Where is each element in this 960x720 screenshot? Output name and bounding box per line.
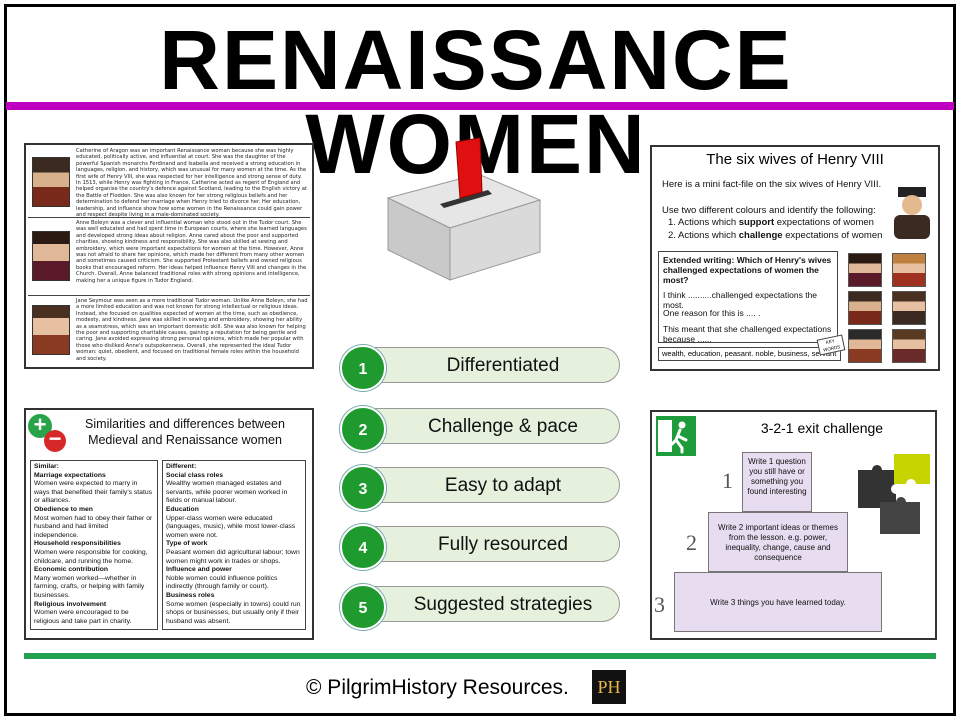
step-3: Write 3 things you have learned today. xyxy=(674,572,882,632)
point-heading: Education xyxy=(166,505,199,513)
portrait-icon xyxy=(848,253,882,287)
ballot-box-icon xyxy=(386,137,542,281)
point-text: Some women (especially in towns) could r… xyxy=(166,600,301,625)
card-exit-challenge: 3-2-1 exit challenge Write 1 question yo… xyxy=(650,410,937,640)
title-underline xyxy=(6,102,954,110)
profile-row: Catherine of Aragon was an important Ren… xyxy=(28,147,310,218)
feature-number-badge: 2 xyxy=(340,406,386,452)
six-wives-instruction: Use two different colours and identify t… xyxy=(662,205,876,216)
feature-label: Differentiated xyxy=(446,355,560,376)
point-heading: Religious involvement xyxy=(34,600,107,608)
step-1: Write 1 question you still have or somet… xyxy=(742,452,812,512)
card-women-profiles: Catherine of Aragon was an important Ren… xyxy=(24,143,314,369)
step-number: 2 xyxy=(686,530,697,555)
feature-item-4: Fully resourced 4 xyxy=(340,524,620,570)
profile-text: Jane Seymour was seen as a more traditio… xyxy=(76,298,308,362)
portrait-icon xyxy=(848,329,882,363)
feature-item-3: Easy to adapt 3 xyxy=(340,465,620,511)
profile-row: Anne Boleyn was a clever and influential… xyxy=(28,219,310,296)
ph-logo: PH xyxy=(592,670,626,704)
feature-number-badge: 3 xyxy=(340,465,386,511)
step-2: Write 2 important ideas or themes from t… xyxy=(708,512,848,572)
feature-number-badge: 5 xyxy=(340,584,386,630)
sentence-starter-3: This meant that she challenged expectati… xyxy=(663,324,832,344)
feature-item-1: Differentiated 1 xyxy=(340,345,620,391)
six-wives-point-2: 2. Actions which challenge expectations … xyxy=(668,230,883,241)
feature-pill: Challenge & pace xyxy=(362,408,620,444)
profile-text: Anne Boleyn was a clever and influential… xyxy=(76,220,307,284)
portrait-icon xyxy=(32,305,70,355)
feature-label: Fully resourced xyxy=(438,534,568,555)
feature-label: Challenge & pace xyxy=(428,416,578,437)
feature-number-badge: 4 xyxy=(340,524,386,570)
point-heading: Business roles xyxy=(166,591,215,599)
feature-item-5: Suggested strategies 5 xyxy=(340,584,620,630)
portrait-icon xyxy=(892,291,926,325)
point-text: Women were expected to marry in ways tha… xyxy=(34,480,153,505)
footer-divider xyxy=(24,653,936,659)
puzzle-icon xyxy=(858,454,930,534)
portrait-icon xyxy=(32,231,70,281)
extended-writing-prompt: Extended writing: Which of Henry's wives… xyxy=(663,255,832,285)
portrait-icon xyxy=(32,157,70,207)
card-six-wives: The six wives of Henry VIII Here is a mi… xyxy=(650,145,940,371)
feature-label: Suggested strategies xyxy=(413,594,593,615)
point-heading: Obedience to men xyxy=(34,505,93,513)
exit-challenge-title: 3-2-1 exit challenge xyxy=(760,420,884,436)
point-heading: Marriage expectations xyxy=(34,471,106,479)
six-wives-intro: Here is a mini fact-file on the six wive… xyxy=(662,179,882,190)
point-heading: Household responsibilities xyxy=(34,540,121,548)
similarities-title: Similarities and differences between Med… xyxy=(85,417,285,447)
point-text: Most women had to obey their father or h… xyxy=(34,514,153,539)
six-wives-title: The six wives of Henry VIII xyxy=(706,151,884,168)
portrait-icon xyxy=(892,329,926,363)
column-heading: Similar: xyxy=(34,463,59,470)
point-text: Noble women could influence politics ind… xyxy=(166,574,278,591)
step-number: 3 xyxy=(654,592,665,617)
profile-text: Catherine of Aragon was an important Ren… xyxy=(76,148,307,219)
column-heading: Different: xyxy=(166,463,197,470)
footer-copyright: © PilgrimHistory Resources. xyxy=(306,676,569,699)
six-wives-point-1: 1. Actions which support expectations of… xyxy=(668,217,874,228)
minus-icon: − xyxy=(44,428,66,452)
feature-pill: Differentiated xyxy=(362,347,620,383)
key-words-strip: wealth, education, peasant. noble, busin… xyxy=(658,347,841,361)
extended-writing-box: Extended writing: Which of Henry's wives… xyxy=(658,251,838,344)
feature-label: Easy to adapt xyxy=(444,475,562,496)
point-heading: Type of work xyxy=(166,540,208,548)
feature-item-2: Challenge & pace 2 xyxy=(340,406,620,452)
point-heading: Social class roles xyxy=(166,471,224,479)
point-text: Peasant women did agricultural labour; t… xyxy=(166,548,300,565)
feature-pill: Easy to adapt xyxy=(362,467,620,503)
profile-row: Jane Seymour was seen as a more traditio… xyxy=(28,297,310,363)
feature-pill: Suggested strategies xyxy=(362,586,620,622)
point-text: Women were responsible for cooking, chil… xyxy=(34,548,148,565)
point-text: Wealthy women managed estates and servan… xyxy=(166,480,288,505)
exit-icon xyxy=(656,416,696,456)
point-text: Upper-class women were educated (languag… xyxy=(166,514,296,539)
portrait-icon xyxy=(892,253,926,287)
point-heading: Influence and power xyxy=(166,566,232,574)
sentence-starter-1: I think ..........challenged expectation… xyxy=(663,290,818,310)
point-heading: Economic contribution xyxy=(34,566,109,574)
point-text: Women were encouraged to be religious an… xyxy=(34,609,132,625)
card-similarities-differences: Similarities and differences between Med… xyxy=(24,408,314,640)
king-portrait-icon xyxy=(894,187,930,239)
feature-number-badge: 1 xyxy=(340,345,386,391)
sentence-starter-2: One reason for this is .... . xyxy=(663,308,761,318)
point-text: Many women worked—whether in farming, cr… xyxy=(34,574,145,599)
portrait-icon xyxy=(848,291,882,325)
step-number: 1 xyxy=(722,468,733,493)
feature-pill: Fully resourced xyxy=(362,526,620,562)
